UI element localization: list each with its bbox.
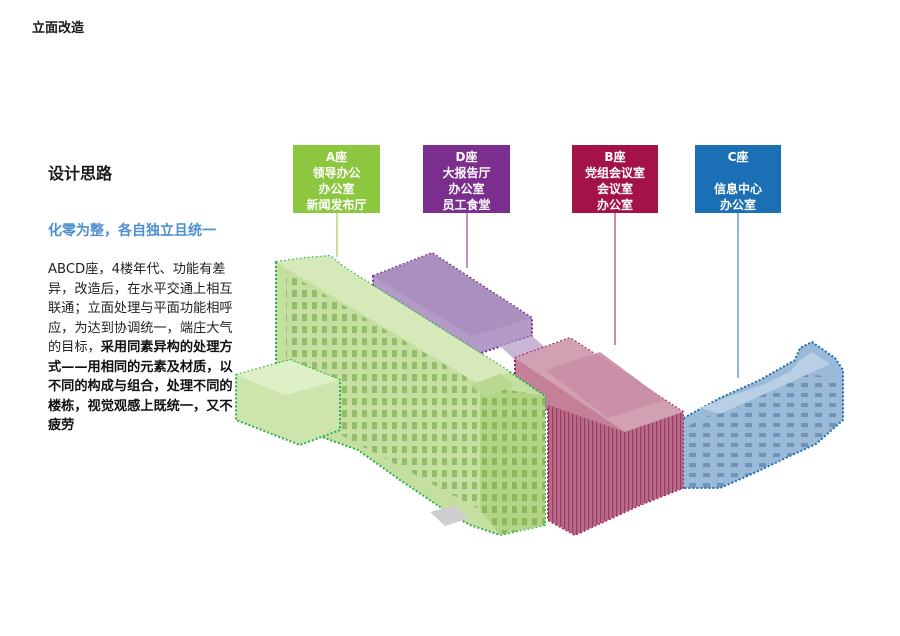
label-b-title: B座 [604,150,626,164]
section-title: 设计思路 [48,164,113,183]
label-c-title: C座 [727,150,749,164]
block-c [679,340,844,489]
label-block-c: C座 信息中心 办公室 [695,145,781,213]
body-normal: ABCD座，4楼年代、功能有差异，改造后，在水平交通上相互联通；立面处理与平面功… [48,262,233,355]
label-a-line-1: 领导办公 [312,166,361,180]
label-d-line-2: 办公室 [448,182,485,196]
label-b-line-2: 会议室 [596,182,633,196]
block-a [235,254,546,537]
block-b [514,336,684,537]
label-d-title: D座 [455,150,478,164]
label-a-line-2: 办公室 [318,182,355,196]
label-b-line-3: 办公室 [596,198,633,212]
label-c-line-2: 信息中心 [713,182,762,196]
label-d-line-3: 员工食堂 [442,198,491,212]
subtitle: 化零为整，各自独立且统一 [48,223,216,239]
label-a-line-3: 新闻发布厅 [306,198,367,212]
label-block-d: D座 大报告厅 办公室 员工食堂 [423,145,510,213]
body-bold: 采用同素异构的处理方式——用相同的元素及材质，以不同的构成与组合，处理不同的楼栋… [48,340,233,433]
body-text: ABCD座，4楼年代、功能有差异，改造后，在水平交通上相互联通；立面处理与平面功… [48,260,238,436]
label-block-b: B座 党组会议室 会议室 办公室 [572,145,658,213]
label-a-title: A座 [325,150,348,164]
label-block-a: A座 领导办公 办公室 新闻发布厅 [293,145,380,213]
page-title: 立面改造 [32,21,85,36]
label-d-line-1: 大报告厅 [442,166,491,180]
label-c-line-3: 办公室 [719,198,756,212]
label-b-line-1: 党组会议室 [584,166,645,180]
